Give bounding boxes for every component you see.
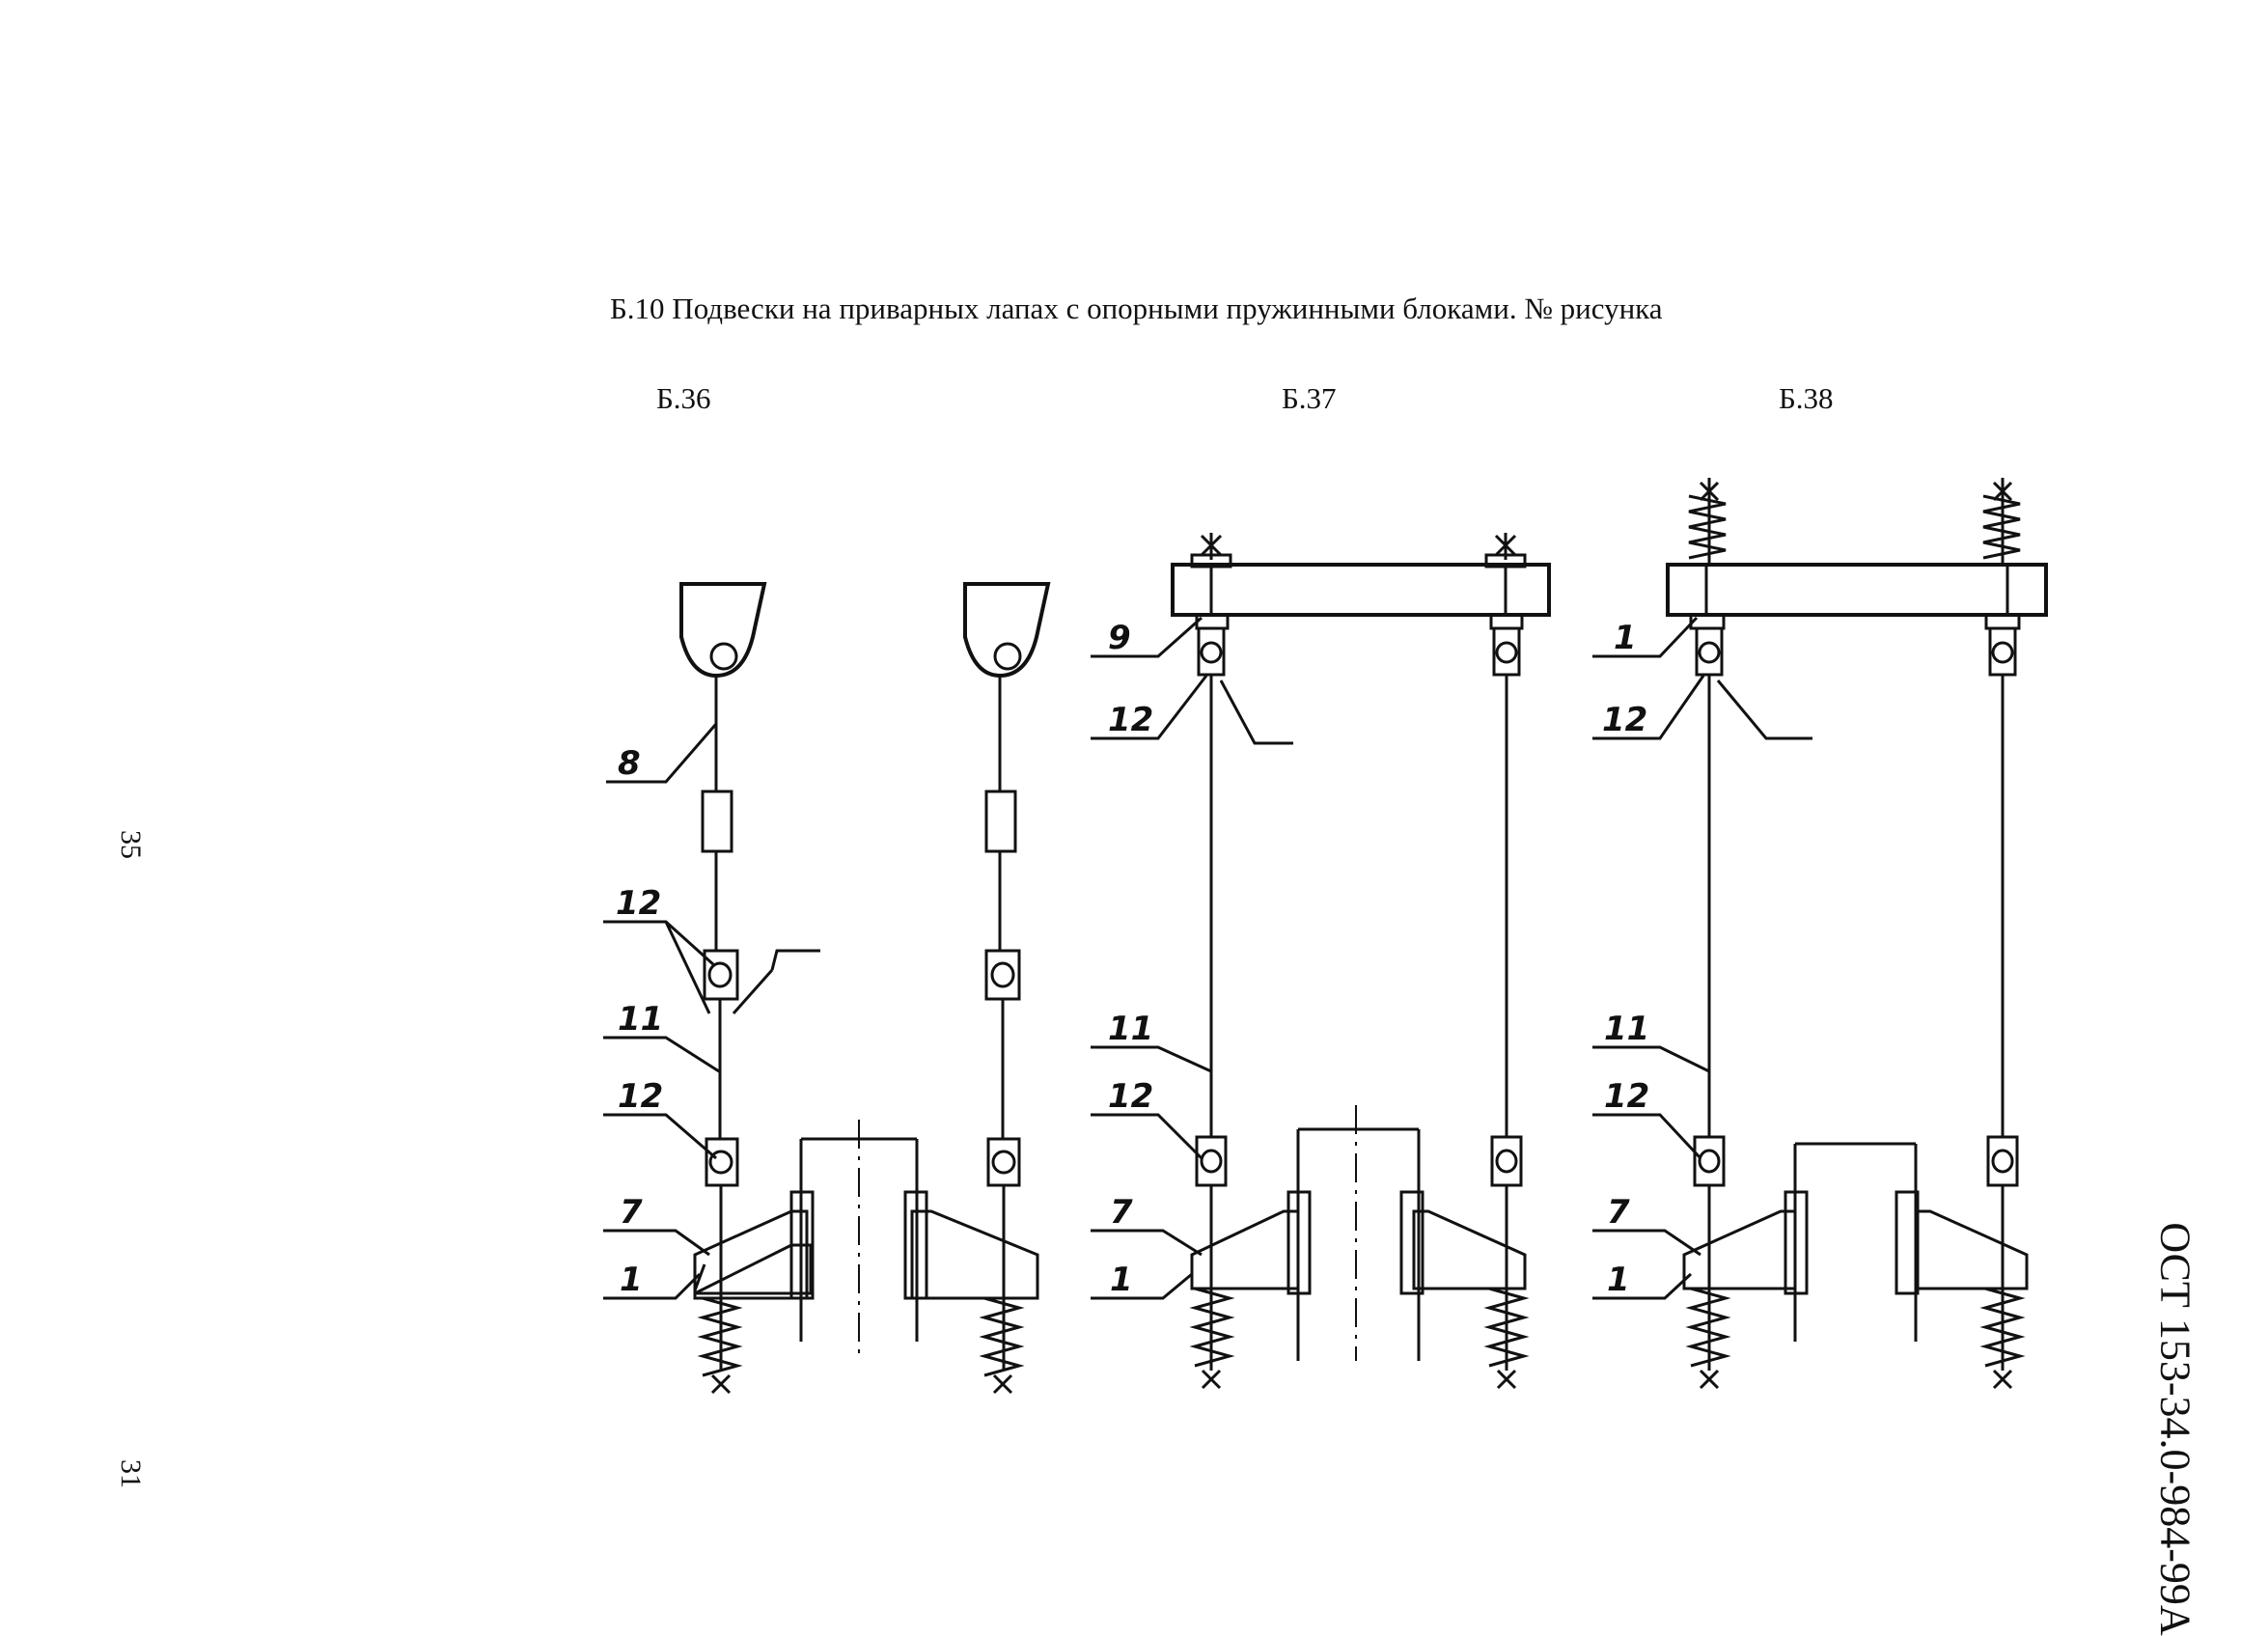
figure-label-b38: Б.38 — [1779, 381, 1834, 415]
drawing-b37 — [1091, 533, 1551, 1390]
callout-11-b38: 11 — [1604, 1010, 1649, 1048]
callout-1: 1 — [620, 1261, 643, 1299]
callout-8: 8 — [618, 744, 641, 783]
drawing-b38 — [1592, 478, 2048, 1390]
figure-label-b37: Б.37 — [1282, 381, 1337, 415]
callout-1-b37: 1 — [1110, 1261, 1133, 1299]
callout-1-b38-top: 1 — [1614, 619, 1637, 657]
figure-label-b36: Б.36 — [656, 381, 711, 415]
callout-1-b38-bottom: 1 — [1607, 1261, 1630, 1299]
callout-7-b37: 7 — [1110, 1193, 1133, 1232]
callout-11-b37: 11 — [1108, 1010, 1153, 1048]
callout-12-b37-top: 12 — [1108, 701, 1153, 739]
callout-12-lower: 12 — [618, 1077, 663, 1116]
page-title: Б.10 Подвески на приварных лапах с опорн… — [610, 291, 1663, 325]
callout-9: 9 — [1108, 619, 1131, 657]
drawing-b36 — [603, 582, 1051, 1395]
callout-11: 11 — [618, 1000, 663, 1039]
callout-7-b38: 7 — [1607, 1193, 1630, 1232]
callout-7: 7 — [620, 1193, 643, 1232]
callout-12-b38-top: 12 — [1602, 701, 1647, 739]
callout-12-b38-bottom: 12 — [1604, 1077, 1649, 1116]
callout-12-b37-bottom: 12 — [1108, 1077, 1153, 1116]
callout-12-upper: 12 — [616, 884, 661, 923]
